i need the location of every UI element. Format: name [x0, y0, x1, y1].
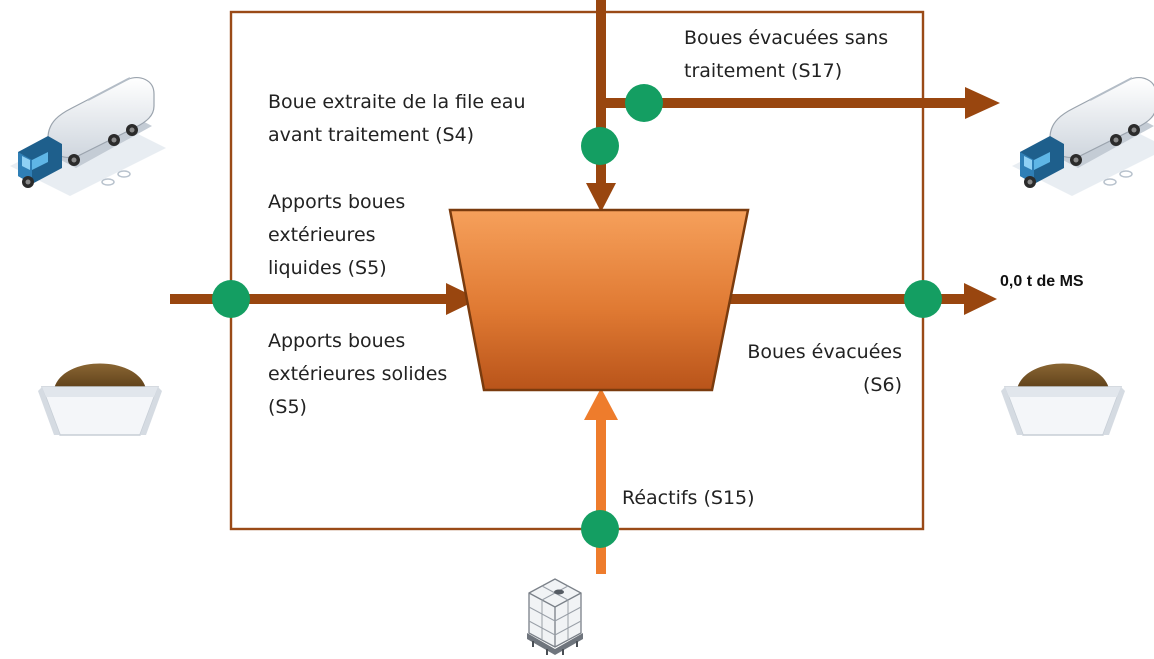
label-s15: Réactifs (S15): [622, 487, 755, 509]
label-s17-line-2: traitement (S17): [684, 60, 843, 82]
measurement-point-s17: [625, 84, 663, 122]
label-s5-liquid: Apports boues extérieures liquides (S5): [268, 186, 405, 285]
label-s5-solid: Apports boues extérieures solides (S5): [268, 325, 447, 424]
tanker-truck-icon: [1011, 76, 1154, 197]
tanker-truck-icon: [9, 76, 167, 197]
s6-flow-arrow: [712, 283, 997, 315]
measurement-point-s4: [581, 127, 619, 165]
s17-flow-arrow: [601, 87, 1000, 119]
label-s17-line-1: Boues évacuées sans: [684, 27, 889, 49]
label-s6-line-1: Boues évacuées: [747, 341, 902, 363]
label-s5-liquid-line-2: extérieures: [268, 224, 376, 246]
measurement-point-s6: [904, 280, 942, 318]
label-s4-line-2: avant traitement (S4): [268, 124, 475, 146]
s4-flow-arrow: [586, 0, 616, 212]
system-boundary: [229, 10, 925, 531]
label-s4-line-1: Boue extraite de la file eau: [268, 91, 526, 113]
sludge-skip-icon: [1000, 362, 1126, 436]
sludge-skip-icon: [37, 362, 163, 436]
ibc-container-icon: [526, 578, 584, 656]
label-s5-solid-line-3: (S5): [268, 396, 307, 418]
label-s5-liquid-line-1: Apports boues: [268, 191, 406, 213]
label-s5-solid-line-1: Apports boues: [268, 330, 406, 352]
label-s5-solid-line-2: extérieures solides: [268, 363, 448, 385]
treatment-hopper-icon: [448, 208, 750, 392]
measurement-point-s15: [581, 510, 619, 548]
output-value-label: 0,0 t de MS: [1000, 273, 1084, 290]
label-s6-line-2: (S6): [863, 374, 902, 396]
s15-flow-arrow: [584, 388, 618, 574]
label-s4: Boue extraite de la file eau avant trait…: [268, 86, 526, 152]
measurement-point-s5: [212, 280, 250, 318]
label-s17: Boues évacuées sans traitement (S17): [684, 22, 888, 88]
s5-flow-arrow: [170, 283, 479, 315]
label-s6: Boues évacuées (S6): [710, 336, 902, 402]
label-s5-liquid-line-3: liquides (S5): [268, 257, 387, 279]
